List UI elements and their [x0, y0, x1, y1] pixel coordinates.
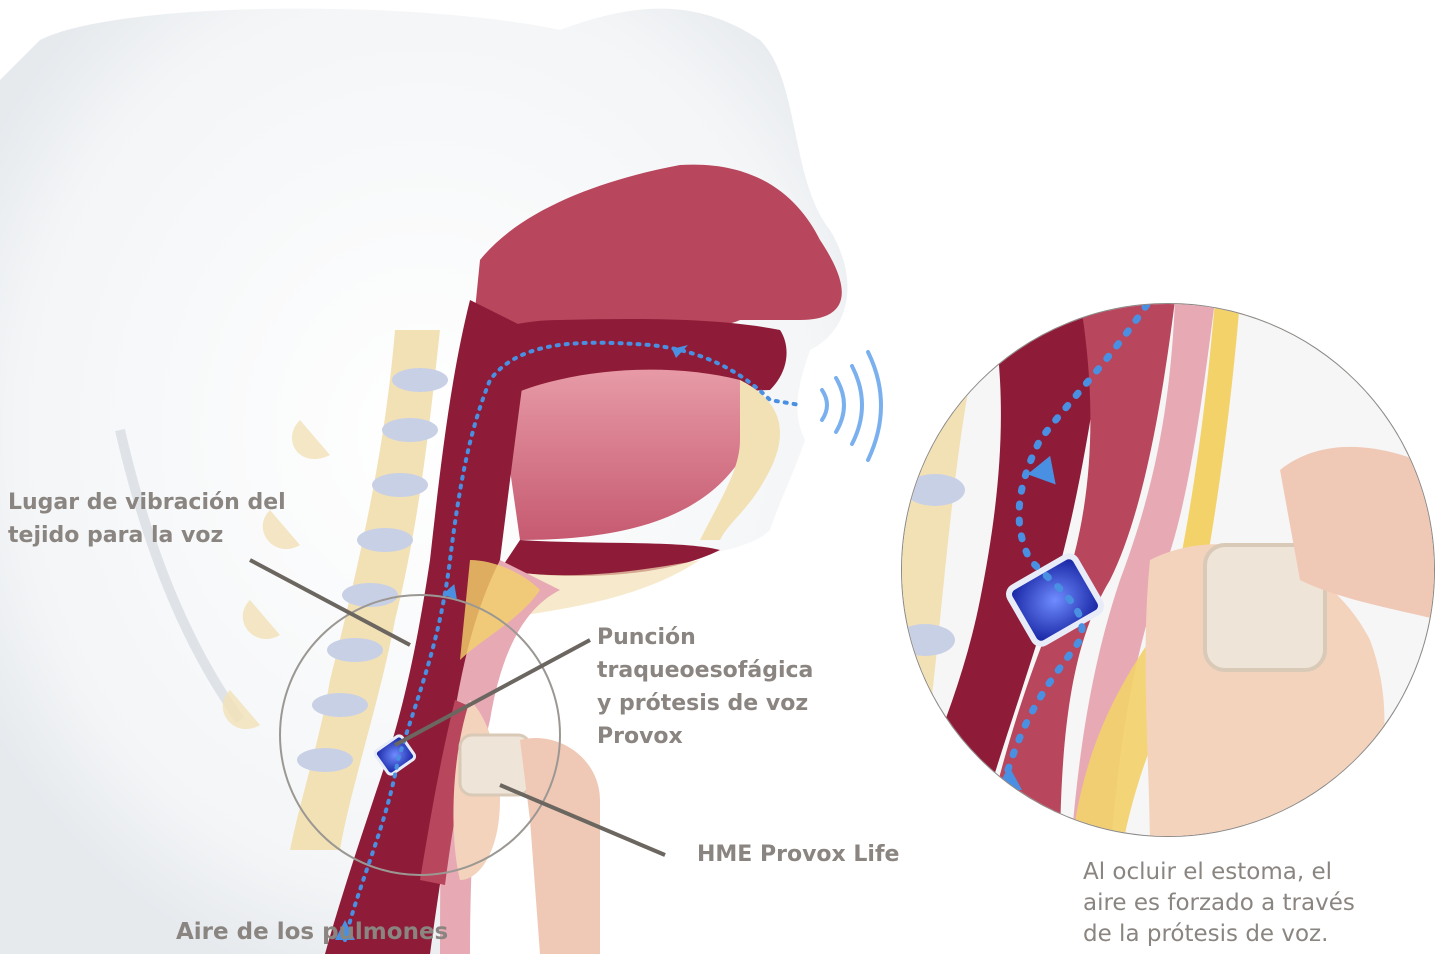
- label-vibration-site: Lugar de vibración del tejido para la vo…: [8, 486, 286, 552]
- label-hme: HME Provox Life: [697, 838, 899, 871]
- caption-occlusion: Al ocluir el estoma, el aire es forzado …: [1083, 857, 1355, 950]
- label-lung-air: Aire de los pulmones: [176, 916, 448, 949]
- magnified-detail: [890, 300, 1439, 860]
- sound-wave-icon: [822, 352, 881, 460]
- label-puncture-prosthesis: Punción traqueoesofágica y prótesis de v…: [597, 621, 813, 753]
